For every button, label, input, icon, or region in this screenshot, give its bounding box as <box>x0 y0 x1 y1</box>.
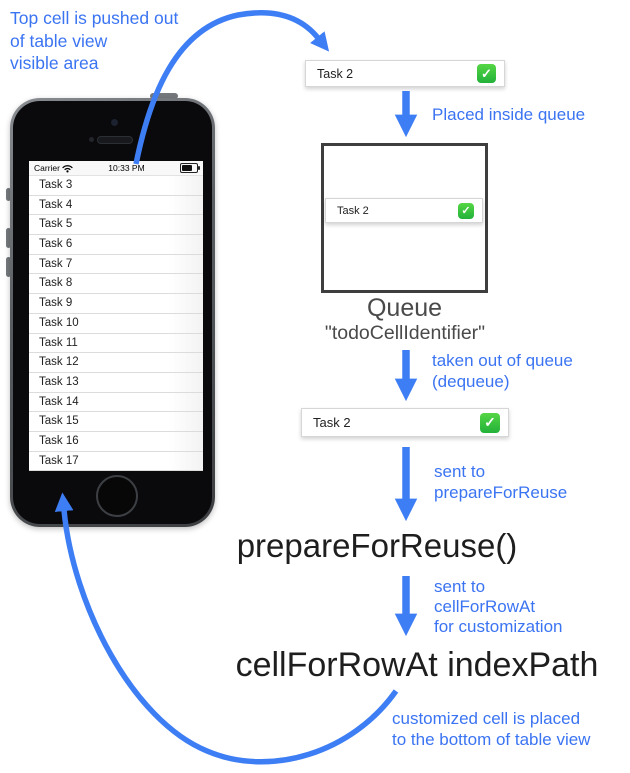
method-cellforrowat: cellForRowAt indexPath <box>235 646 599 684</box>
checkbox-checked-icon[interactable]: ✓ <box>480 412 500 433</box>
table-row[interactable]: Task 7 <box>29 254 203 275</box>
cell-label: Task 2 <box>317 66 354 81</box>
note-placed-inside-queue: Placed inside queue <box>432 105 586 124</box>
table-row[interactable]: Task 4 <box>29 195 203 216</box>
queue-title: Queue <box>366 294 443 322</box>
table-row[interactable]: Task 9 <box>29 294 203 314</box>
home-button[interactable] <box>96 475 138 517</box>
table-row[interactable]: Task 14 <box>29 392 203 413</box>
table-row[interactable]: Task 11 <box>29 333 203 354</box>
table-row[interactable]: Task 16 <box>29 431 203 452</box>
dequeued-cell: Task 2 ✓ <box>301 408 509 437</box>
table-row[interactable]: Task 6 <box>29 235 203 255</box>
status-bar: Carrier 10:33 PM <box>29 161 203 176</box>
method-prepareforreuse: prepareForReuse() <box>236 527 518 564</box>
earpiece-speaker <box>97 136 133 144</box>
table-row[interactable]: Task 5 <box>29 215 203 236</box>
cell-label: Task 2 <box>313 415 351 430</box>
table-row[interactable]: Task 15 <box>29 412 203 432</box>
table-row[interactable]: Task 17 <box>29 451 203 471</box>
front-camera-icon <box>111 119 118 126</box>
reused-cell-top: Task 2 ✓ <box>305 60 505 87</box>
note-customized-cell: customized cell is placed to the bottom … <box>392 709 591 749</box>
wifi-icon <box>62 164 73 172</box>
checkbox-checked-icon[interactable]: ✓ <box>458 202 474 219</box>
proximity-sensor-icon <box>89 137 94 142</box>
phone-volume-down-button <box>6 257 11 277</box>
note-taken-out-of-queue: taken out of queue (dequeue) <box>432 351 573 391</box>
table-row[interactable]: Task 10 <box>29 313 203 334</box>
note-top-cell-pushed: Top cell is pushed out of table view vis… <box>10 8 179 73</box>
table-row[interactable]: Task 3 <box>29 176 203 196</box>
checkbox-checked-icon[interactable]: ✓ <box>477 64 496 83</box>
table-row[interactable]: Task 8 <box>29 274 203 295</box>
table-row[interactable]: Task 13 <box>29 372 203 393</box>
table-row[interactable]: Task 12 <box>29 353 203 373</box>
phone-mute-switch <box>6 188 11 201</box>
phone-volume-up-button <box>6 228 11 248</box>
carrier-label: Carrier <box>34 163 60 173</box>
status-bar-time: 10:33 PM <box>108 163 145 173</box>
queued-cell: Task 2 ✓ <box>325 198 483 223</box>
queue-identifier: "todoCellIdentifier" <box>324 322 486 344</box>
note-sent-to-cellforrowat: sent to cellForRowAt for customization <box>434 577 563 636</box>
note-sent-to-prepareforreuse: sent to prepareForReuse <box>434 462 568 502</box>
battery-icon <box>180 163 200 173</box>
cell-label: Task 2 <box>337 204 369 217</box>
carrier-indicator: Carrier <box>34 163 73 173</box>
